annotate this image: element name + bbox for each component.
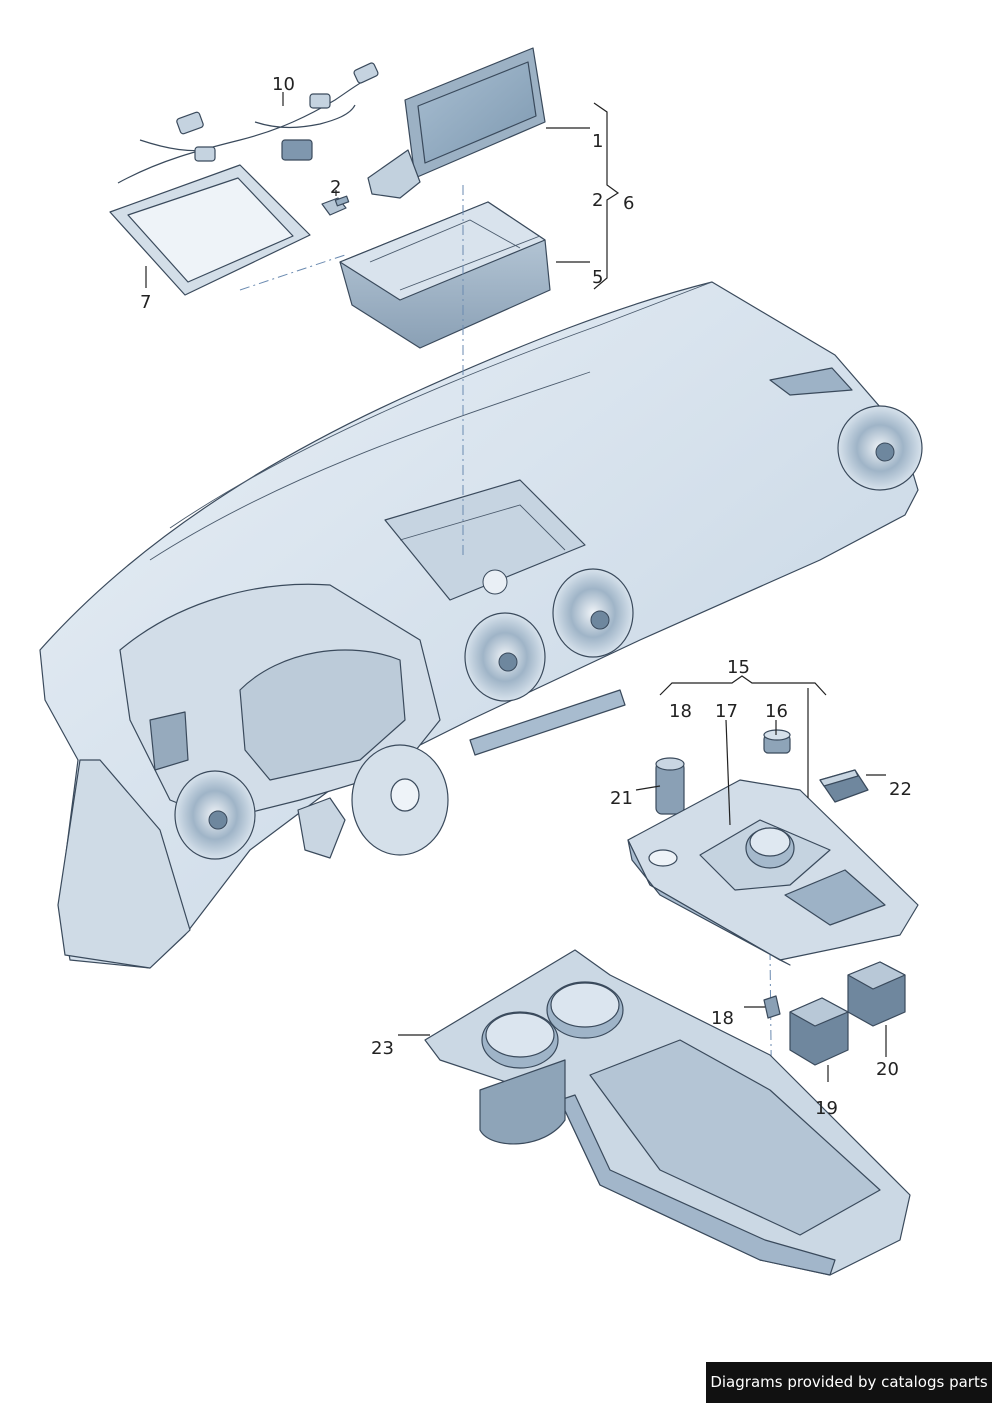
part-10-wiring-harness	[117, 62, 379, 184]
part-18-clip	[763, 995, 781, 1019]
provider-credit-text: Diagrams provided by catalogs parts	[710, 1373, 988, 1391]
callout-2: 2	[592, 190, 603, 211]
callout-labels: 10 1 2 2 6 5 7 15 18 17 16 21 22 18 23 2…	[140, 74, 912, 1119]
callout-22: 22	[889, 779, 912, 800]
part-2-screw	[321, 195, 350, 216]
guide-line-frame	[239, 254, 346, 291]
leader-lines	[145, 92, 887, 1082]
callout-5: 5	[592, 267, 603, 288]
part-20-switch-module	[847, 961, 906, 1027]
part-22-switch	[819, 769, 869, 803]
callout-2-screw: 2	[330, 177, 341, 198]
air-vent-center-right	[552, 568, 634, 658]
callout-10: 10	[272, 74, 295, 95]
steering-column-hub	[297, 744, 449, 859]
callout-1: 1	[592, 131, 603, 152]
part-15-console-trim	[627, 779, 919, 966]
air-vent-center-left	[464, 612, 546, 702]
air-vent-left-outer	[174, 770, 256, 860]
part-7-trim-frame	[109, 164, 311, 296]
callout-6: 6	[623, 193, 634, 214]
callout-18-top: 18	[669, 701, 692, 722]
callout-17: 17	[715, 701, 738, 722]
air-vent-right-outer	[837, 405, 923, 491]
part-19-switch-module	[789, 997, 849, 1066]
part-23-console-housing	[424, 949, 911, 1276]
part-5-control-unit	[339, 201, 551, 349]
callout-7: 7	[140, 292, 151, 313]
callout-23: 23	[371, 1038, 394, 1059]
part-21-socket	[655, 757, 685, 815]
callout-18-clip: 18	[711, 1008, 734, 1029]
callout-21: 21	[610, 788, 633, 809]
part-16-knob	[763, 729, 791, 754]
callout-15: 15	[727, 657, 750, 678]
part-1-display-unit	[367, 47, 546, 199]
callout-20: 20	[876, 1059, 899, 1080]
callout-16: 16	[765, 701, 788, 722]
provider-credit-banner: Diagrams provided by catalogs parts	[706, 1362, 992, 1403]
callout-19: 19	[815, 1098, 838, 1119]
